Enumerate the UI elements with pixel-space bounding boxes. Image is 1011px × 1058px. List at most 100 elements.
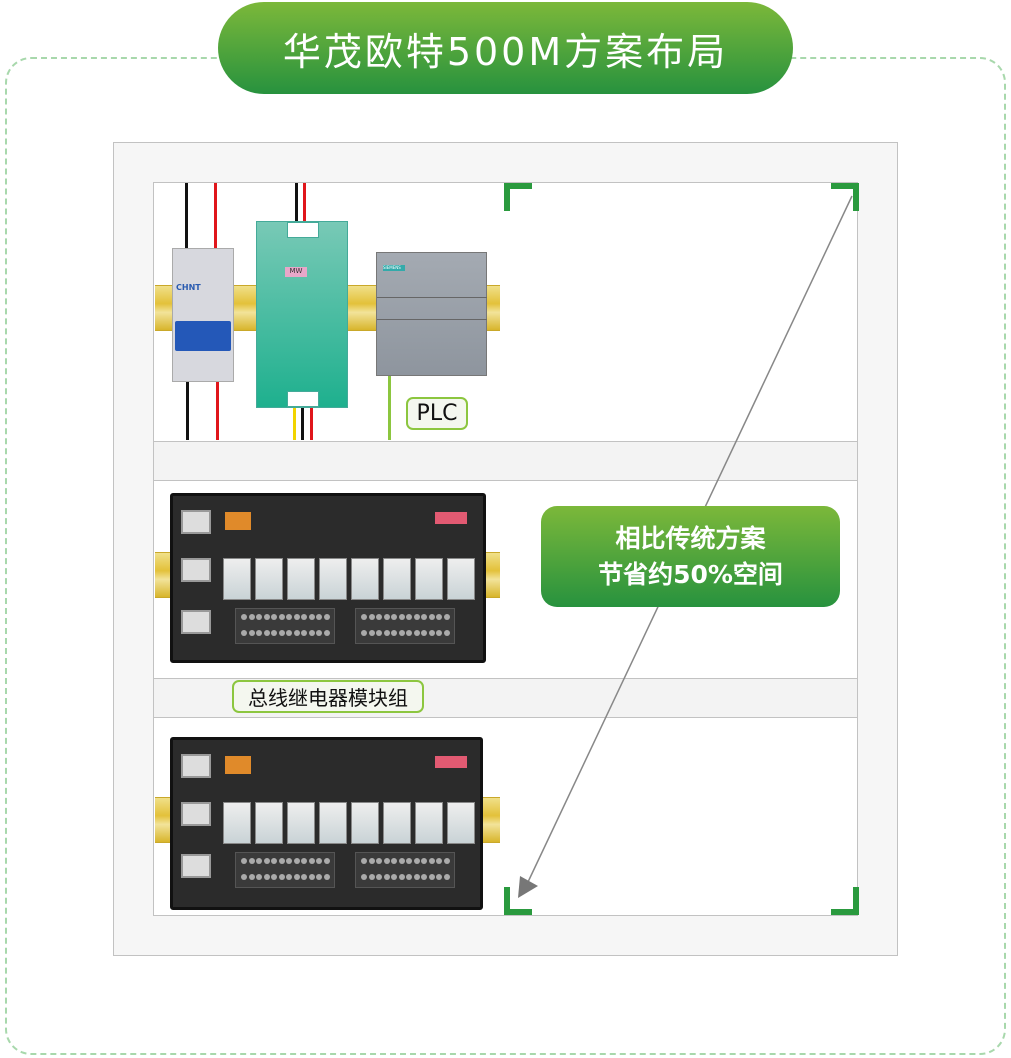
arrow-head-icon xyxy=(518,876,538,898)
terminal-screw xyxy=(293,858,300,864)
terminal-screw xyxy=(248,874,255,880)
terminal-screw xyxy=(421,874,427,880)
relay xyxy=(447,558,475,600)
relay xyxy=(351,558,379,600)
relay xyxy=(351,802,379,844)
circuit-breaker: CHNT xyxy=(172,248,234,382)
relay xyxy=(319,558,347,600)
ethernet-port xyxy=(181,510,211,534)
terminal-screw xyxy=(368,614,375,620)
terminal-screw xyxy=(361,614,367,620)
terminal-screw xyxy=(241,630,247,636)
terminal-screw xyxy=(361,874,367,880)
terminal-screw xyxy=(406,858,412,864)
terminal-screw xyxy=(286,614,292,620)
terminal-screw xyxy=(443,858,450,864)
terminal-screw xyxy=(398,630,405,636)
relay xyxy=(383,558,411,600)
wire-black xyxy=(301,408,304,440)
terminal-screw xyxy=(406,630,412,636)
terminal-screw xyxy=(286,874,292,880)
relay xyxy=(447,802,475,844)
dip-switch xyxy=(435,512,467,524)
terminal-screw xyxy=(248,858,255,864)
terminal-screw xyxy=(248,614,255,620)
terminal-screw xyxy=(293,874,300,880)
terminal-screw xyxy=(391,614,397,620)
relay-group-label: 总线继电器模块组 xyxy=(232,680,424,713)
terminal-screw xyxy=(263,874,270,880)
relay xyxy=(255,558,283,600)
ethernet-port xyxy=(181,754,211,778)
psu-brand: MW xyxy=(285,267,307,277)
terminal-screw xyxy=(383,874,390,880)
terminal-screw xyxy=(406,874,412,880)
page-title: 华茂欧特500M方案布局 xyxy=(218,2,793,94)
breaker-toggle xyxy=(175,321,231,351)
terminal-screw xyxy=(398,858,405,864)
terminal-screw xyxy=(263,858,270,864)
terminal-screw xyxy=(293,630,300,636)
terminal-screw xyxy=(316,858,322,864)
terminal-screw xyxy=(391,858,397,864)
relay xyxy=(223,558,251,600)
terminal-screw xyxy=(256,874,262,880)
terminal-screw xyxy=(308,614,315,620)
terminal-screw xyxy=(391,874,397,880)
terminal-screw xyxy=(323,874,330,880)
terminal-screw xyxy=(316,874,322,880)
ethernet-port xyxy=(181,802,211,826)
terminal-screw xyxy=(293,614,300,620)
relay xyxy=(223,802,251,844)
terminal-screw xyxy=(308,858,315,864)
callout-line-1: 相比传统方案 xyxy=(615,523,766,553)
terminal-screw xyxy=(413,630,420,636)
terminal-screw xyxy=(443,614,450,620)
terminal-screw xyxy=(428,614,435,620)
terminal-screw xyxy=(278,858,285,864)
terminal-screw xyxy=(271,630,277,636)
terminal-screw xyxy=(398,874,405,880)
terminal-screw xyxy=(376,874,382,880)
terminal-screw xyxy=(286,858,292,864)
terminal-screw xyxy=(323,858,330,864)
terminal-screw xyxy=(301,874,307,880)
wire-red xyxy=(214,183,217,248)
terminal-screw xyxy=(323,614,330,620)
terminal-screw xyxy=(376,858,382,864)
wire-red xyxy=(216,382,219,440)
terminal-screw xyxy=(271,874,277,880)
terminal-screw xyxy=(256,858,262,864)
terminal-screw xyxy=(361,630,367,636)
wire-green xyxy=(388,376,391,440)
ethernet-port xyxy=(181,610,211,634)
relay xyxy=(287,558,315,600)
terminal-screw xyxy=(391,630,397,636)
relay xyxy=(287,802,315,844)
terminal-screw xyxy=(271,614,277,620)
terminal-screw xyxy=(248,630,255,636)
bus-relay-module-2 xyxy=(170,737,483,910)
terminal-screw xyxy=(436,858,442,864)
terminal-screw xyxy=(421,858,427,864)
terminal-screw xyxy=(383,630,390,636)
terminal-screw xyxy=(421,630,427,636)
terminal-screw xyxy=(256,630,262,636)
terminal-screw xyxy=(443,874,450,880)
terminal-screw xyxy=(278,630,285,636)
terminal-screw xyxy=(308,874,315,880)
relay xyxy=(415,802,443,844)
terminal-screw xyxy=(428,630,435,636)
plc-unit: SIEMENS xyxy=(376,252,487,376)
wire-yellow xyxy=(293,408,296,440)
corner-bracket-bl xyxy=(504,887,532,915)
ethernet-port xyxy=(181,854,211,878)
plc-label: PLC xyxy=(406,397,468,430)
plc-brand: SIEMENS xyxy=(383,265,405,271)
terminal-screw xyxy=(263,630,270,636)
callout-line-2: 节省约50%空间 xyxy=(598,559,783,589)
terminal-screw xyxy=(301,614,307,620)
terminal-screw xyxy=(241,874,247,880)
terminal-screw xyxy=(383,614,390,620)
terminal-screw xyxy=(398,614,405,620)
